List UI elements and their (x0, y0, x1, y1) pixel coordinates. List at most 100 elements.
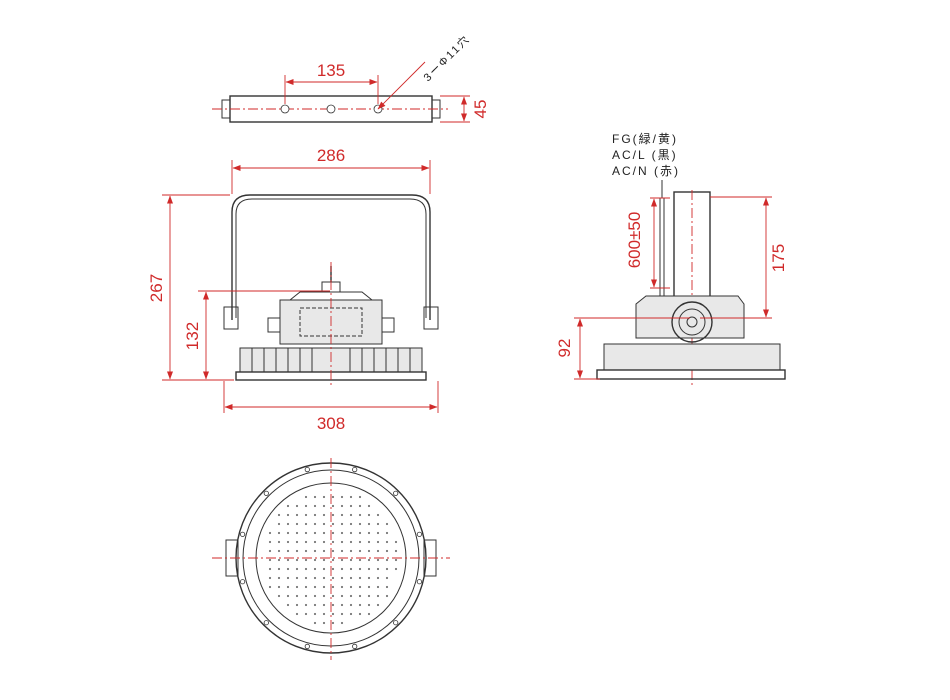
led-dot (286, 513, 290, 517)
led-dot (349, 558, 353, 562)
led-dot (331, 603, 335, 607)
led-dot (367, 504, 371, 508)
led-dot (376, 540, 380, 544)
bracket-knob-right (423, 306, 439, 330)
led-dot (268, 549, 272, 553)
bracket-height-label: 132 (183, 322, 202, 350)
led-dot (340, 585, 344, 589)
led-dot (295, 513, 299, 517)
led-dot (349, 612, 353, 616)
led-dot (358, 549, 362, 553)
ring-bolt (352, 466, 358, 473)
led-dot (385, 522, 389, 526)
led-dot (313, 558, 317, 562)
led-dot (322, 522, 326, 526)
led-dot (367, 594, 371, 598)
led-dot (304, 576, 308, 580)
led-dot (367, 567, 371, 571)
led-dot (322, 612, 326, 616)
led-dot (385, 540, 389, 544)
led-dot (358, 531, 362, 535)
led-dot (304, 495, 308, 499)
led-dot (322, 603, 326, 607)
led-dot (349, 594, 353, 598)
led-dot (268, 567, 272, 571)
led-dot (349, 549, 353, 553)
led-dot (304, 531, 308, 535)
led-dot (313, 612, 317, 616)
led-dot (358, 558, 362, 562)
side-lens-ring (596, 369, 786, 380)
led-dot (313, 621, 317, 625)
body-diameter-label: 308 (317, 414, 345, 433)
tilt-gear (671, 301, 713, 343)
led-dot (313, 531, 317, 535)
led-dot (340, 549, 344, 553)
led-dot (385, 567, 389, 571)
led-dot (394, 558, 398, 562)
led-dot (376, 585, 380, 589)
ring-bolt (240, 579, 246, 585)
led-dot (358, 612, 362, 616)
led-dot (367, 540, 371, 544)
holes-leader-line (377, 61, 426, 110)
led-dot (358, 540, 362, 544)
led-dot (367, 549, 371, 553)
led-dot (340, 522, 344, 526)
led-dot (268, 576, 272, 580)
led-dot (295, 531, 299, 535)
led-dot (313, 513, 317, 517)
led-dot (349, 495, 353, 499)
hole-pitch-label: 135 (317, 61, 345, 80)
led-dot (295, 540, 299, 544)
led-dot (331, 495, 335, 499)
led-dot (358, 513, 362, 517)
led-dot (376, 567, 380, 571)
led-dot (358, 603, 362, 607)
led-dot (268, 531, 272, 535)
led-dot (304, 513, 308, 517)
led-dot (340, 567, 344, 571)
led-dot (340, 540, 344, 544)
led-dot (277, 522, 281, 526)
led-dot (277, 531, 281, 535)
led-dot (322, 558, 326, 562)
led-dot (331, 558, 335, 562)
led-dot (331, 522, 335, 526)
bracket-knob-left (223, 306, 239, 330)
front-view: 286 308 267 132 (147, 146, 439, 433)
led-dot (331, 567, 335, 571)
led-dot (313, 504, 317, 508)
led-dot (322, 513, 326, 517)
led-dot (322, 567, 326, 571)
led-dot (376, 522, 380, 526)
ring-bolt (416, 579, 422, 585)
ring-bolt (416, 531, 422, 537)
led-dot (277, 558, 281, 562)
cable-length-label: 600±50 (625, 212, 644, 269)
ring-bolt (263, 490, 269, 496)
led-dot (376, 549, 380, 553)
led-dot (349, 585, 353, 589)
led-dot (340, 495, 344, 499)
led-dot (295, 594, 299, 598)
led-dot (304, 522, 308, 526)
side-heat-sink (603, 343, 781, 371)
led-dot (277, 540, 281, 544)
ring-bolts (240, 466, 422, 650)
led-dot (295, 567, 299, 571)
led-dot (385, 549, 389, 553)
led-dot (277, 594, 281, 598)
led-dot (340, 531, 344, 535)
led-dot (277, 513, 281, 517)
led-dot (331, 504, 335, 508)
led-dot (349, 576, 353, 580)
mounting-hole (326, 104, 336, 114)
led-dot (322, 531, 326, 535)
led-dot (322, 594, 326, 598)
body-height-label: 92 (555, 339, 574, 358)
led-dot (331, 531, 335, 535)
led-dot (268, 558, 272, 562)
led-dot (331, 540, 335, 544)
led-dot (286, 540, 290, 544)
